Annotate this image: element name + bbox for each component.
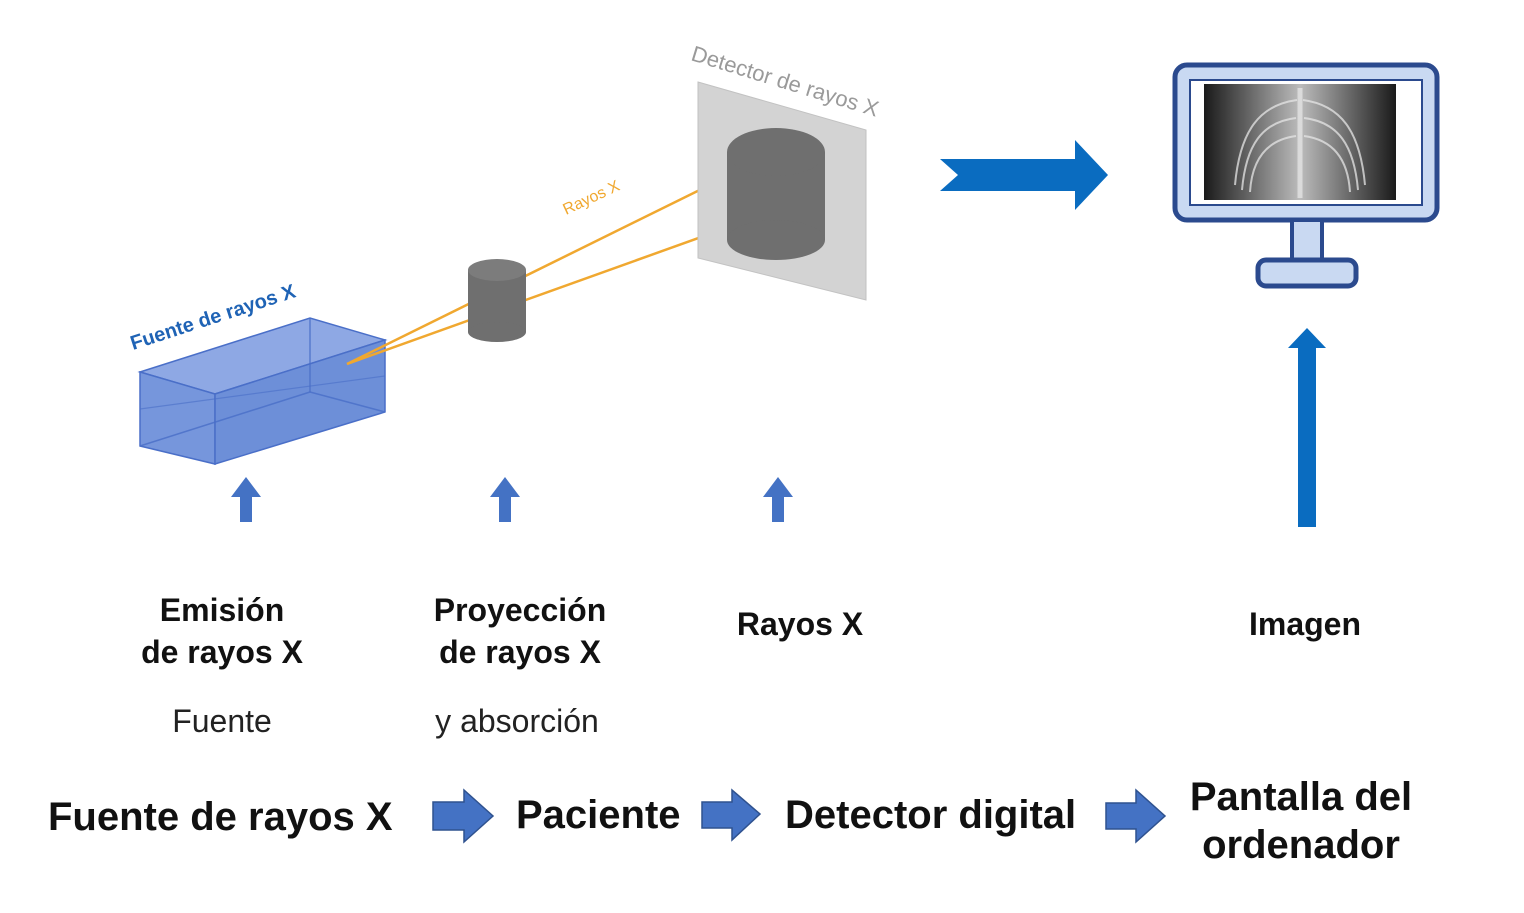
flow-step-source: Fuente de rayos X (48, 795, 393, 839)
flow-step-screen-line2: ordenador (1202, 823, 1400, 867)
flow-arrow-3 (1105, 788, 1167, 844)
big-up-arrow (1288, 328, 1326, 527)
xray-source-box (137, 317, 388, 466)
up-arrow-projection (490, 477, 520, 522)
detector-plate (697, 81, 867, 301)
stage-image-title: Imagen (1248, 606, 1362, 642)
monitor-icon (1172, 62, 1440, 289)
stage-projection-line1: Proyección (433, 592, 607, 628)
patient-cylinder (468, 259, 526, 342)
flow-arrow-1 (432, 788, 495, 844)
flow-step-patient: Paciente (516, 793, 681, 837)
flow-step-screen: Pantalla del ordenador (1170, 773, 1432, 869)
stage-projection-title: Proyección de rayos X (400, 589, 640, 673)
big-right-arrow (940, 140, 1108, 210)
up-arrow-rays (763, 477, 793, 522)
stage-emission-line2: de rayos X (141, 634, 303, 670)
stage-projection-line2: de rayos X (439, 634, 601, 670)
rays-label: Rayos X (561, 178, 623, 219)
up-arrow-emission (231, 477, 261, 522)
stage-emission-line1: Emisión (159, 592, 285, 628)
stage-emission-title: Emisión de rayos X (112, 589, 332, 673)
stage-projection-subtitle: y absorción (435, 703, 599, 739)
flow-step-screen-line1: Pantalla del (1189, 775, 1413, 819)
flow-arrow-2 (701, 788, 762, 842)
stage-emission-subtitle: Fuente (172, 703, 272, 739)
stage-rays-title: Rayos X (736, 606, 864, 642)
flow-step-detector: Detector digital (785, 793, 1077, 837)
